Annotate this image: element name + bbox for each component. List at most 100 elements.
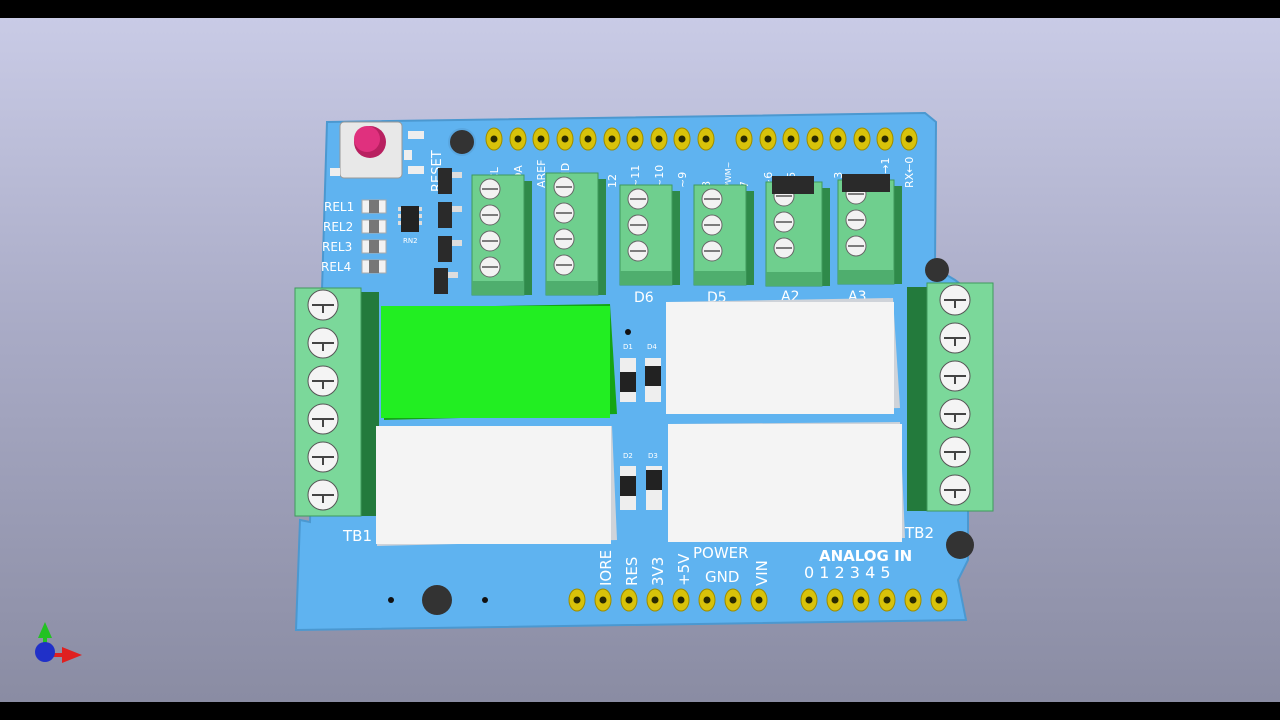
screw-terminal[interactable] [765,181,830,287]
mounting-hole [946,531,974,559]
analog-in-label: ANALOG IN [819,547,912,565]
rel-label: REL1 [324,200,354,214]
rel-led [361,259,387,274]
pin-label: AREF [535,160,548,188]
mounting-hole [448,128,476,156]
pin-hole [702,135,710,143]
label-d6: D6 [634,290,654,306]
power-header-pins [568,588,768,612]
pin-hole [537,135,545,143]
screw-terminal[interactable] [545,172,606,296]
via [625,329,631,335]
screw-terminal[interactable] [619,184,680,286]
via [482,597,488,603]
pin-hole [755,596,763,604]
relay-3[interactable] [666,298,900,414]
terminal-block-tb2[interactable] [907,282,994,512]
svg-text:IORE: IORE [597,550,615,586]
rel-led [361,219,387,234]
pin-hole [625,596,633,604]
d3-label: D3 [648,452,658,460]
mounting-hole [422,585,452,615]
diode-d2 [620,466,636,510]
pin-hole [584,135,592,143]
pin-hole [631,135,639,143]
pin-label: 12 [606,174,619,188]
pin-hole [651,596,659,604]
pin-hole [729,596,737,604]
rel-label: REL4 [321,260,351,274]
pin-hole [514,135,522,143]
rel-label: REL3 [322,240,352,254]
svg-text:+5V: +5V [675,553,693,586]
mounting-hole [925,258,949,282]
pin-hole [740,135,748,143]
pin-hole [677,596,685,604]
pin-hole [703,596,711,604]
pin-label: ~10 [653,165,666,188]
digital-header-pins [485,127,918,151]
screw-terminal[interactable] [837,179,902,285]
svg-text:POWER: POWER [693,544,749,562]
pin-label: ~11 [629,165,642,188]
tb1-label: TB1 [342,527,372,545]
svg-text:3V3: 3V3 [649,557,667,586]
diode-d1 [620,358,636,402]
pin-hole [881,135,889,143]
via [388,597,394,603]
pin-hole [608,135,616,143]
rel-led [361,199,387,214]
resistor-network-rn2 [398,206,422,232]
pin-label: RX←0 [903,157,916,188]
pin-hole [831,596,839,604]
pin-hole [811,135,819,143]
pin-hole [905,135,913,143]
reset-button-pads [330,131,424,176]
axis-gizmo [35,622,82,663]
diode-d3 [646,466,662,510]
pin-hole [599,596,607,604]
reset-button[interactable] [339,121,403,179]
pin-hole [883,596,891,604]
relay-2[interactable] [376,426,617,546]
d4-label: D4 [647,343,657,351]
diode-d4 [645,358,661,402]
svg-text:VIN: VIN [753,560,771,586]
top-screw-terminals [471,172,902,296]
screw-terminal[interactable] [471,174,532,296]
rel-label: REL2 [323,220,353,234]
pin-hole [787,135,795,143]
rn2-label: RN2 [403,237,418,245]
svg-text:GND: GND [705,568,739,586]
relay-4[interactable] [668,422,905,542]
analog-numbers: 0 1 2 3 4 5 [804,563,891,582]
pin-hole [655,135,663,143]
pin-hole [764,135,772,143]
d2-label: D2 [623,452,633,460]
terminal-block-tb1[interactable] [294,287,379,517]
y-axis-arrow-icon [38,622,52,638]
rel-led [361,239,387,254]
pin-hole [858,135,866,143]
tb2-label: TB2 [904,524,934,542]
relay-1-selected[interactable] [381,304,617,420]
svg-text:RES: RES [623,557,641,586]
pin-hole [935,596,943,604]
pin-label: ~9 [676,172,689,188]
pin-hole [805,596,813,604]
screw-terminal[interactable] [693,184,754,286]
pin-hole [678,135,686,143]
top-terminal-caps [772,174,890,194]
power-pin-labels: IORE RES 3V3 +5V POWER VIN GND [597,544,771,586]
pwm-label: PWM~ [724,162,733,188]
analog-header-pins [800,588,948,612]
transistor-array [434,168,462,294]
pin-hole [909,596,917,604]
pin-hole [834,135,842,143]
z-axis-dot-icon [35,642,55,662]
x-axis-arrow-icon [62,647,82,663]
pin-hole [573,596,581,604]
pin-hole [561,135,569,143]
